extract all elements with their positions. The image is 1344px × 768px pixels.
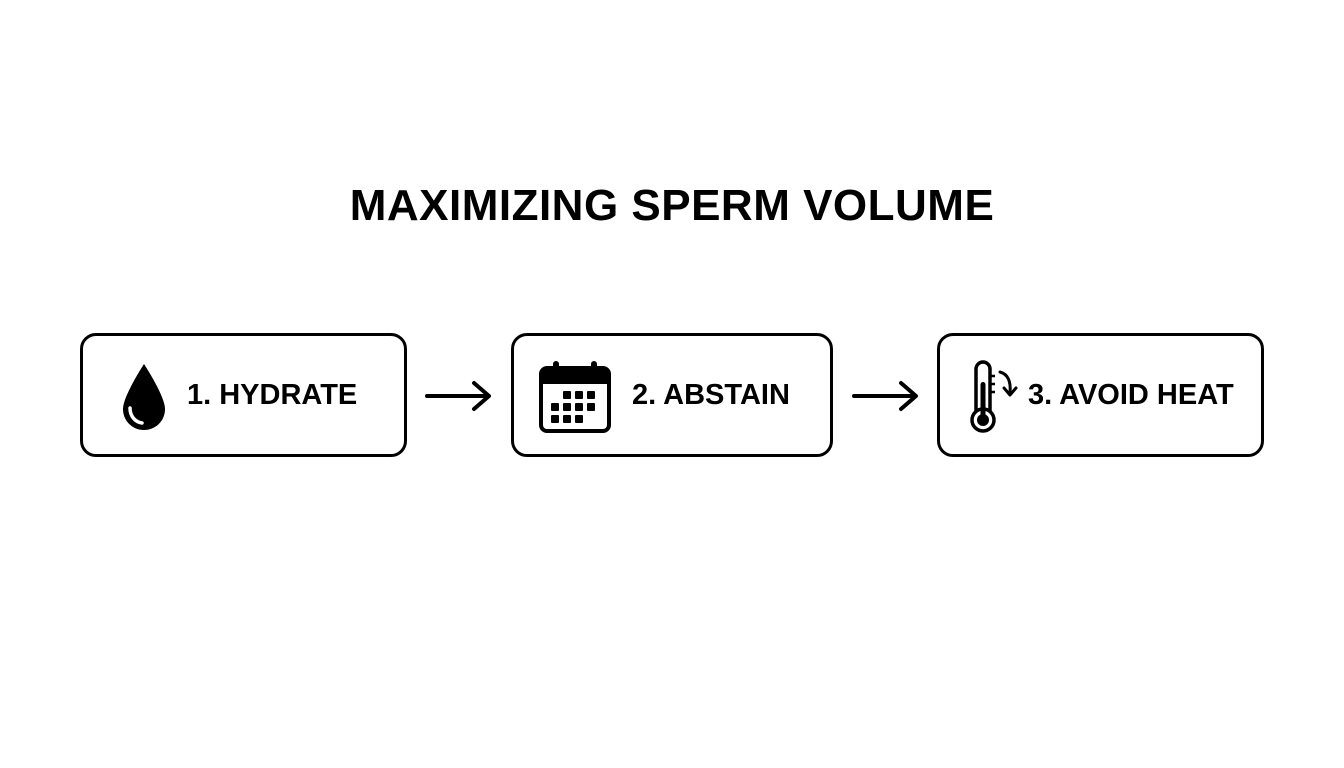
step-label: 1. HYDRATE [187, 379, 358, 411]
step-abstain: 2. ABSTAIN [511, 333, 833, 457]
calendar-icon [539, 361, 611, 433]
step-label: 3. AVOID HEAT [1028, 379, 1234, 411]
step-avoid-heat: 3. AVOID HEAT [937, 333, 1264, 457]
thermometer-down-icon [970, 360, 1018, 433]
diagram-title: MAXIMIZING SPERM VOLUME [349, 181, 995, 230]
step-hydrate: 1. HYDRATE [80, 333, 407, 457]
water-drop-icon [123, 364, 165, 430]
step-label: 2. ABSTAIN [632, 379, 790, 411]
arrow-right-icon [425, 381, 491, 411]
arrow-right-icon [852, 381, 918, 411]
